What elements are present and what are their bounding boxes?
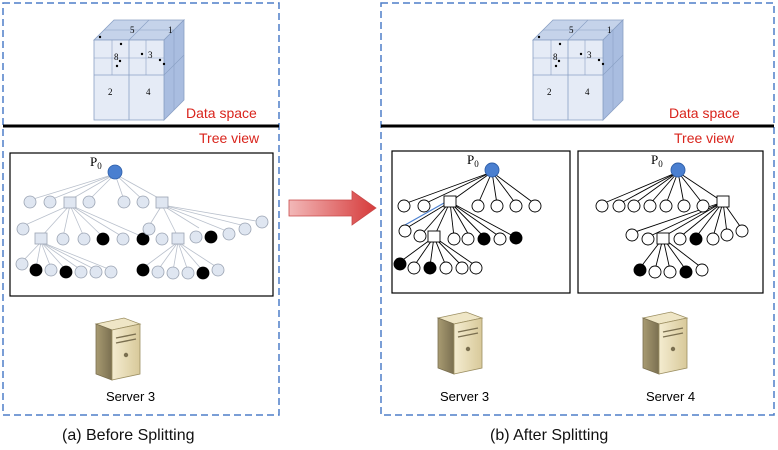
data-space-label-before: Data space: [186, 105, 257, 121]
cube-before-label-8: 8: [114, 52, 119, 62]
tree-after-right-root-node: [670, 162, 686, 178]
cube-after-label-3: 3: [587, 50, 592, 60]
panel-before-border: [2, 2, 280, 416]
tree-before-root-node: [107, 164, 123, 180]
server-icon-after-left: [436, 311, 484, 375]
tree-after-left-root-node: [484, 162, 500, 178]
tree-after-right-nodes: [595, 162, 749, 279]
root-label-before: P0: [90, 154, 102, 171]
tree-view-label-after: Tree view: [674, 130, 735, 146]
cube-before-label-4: 4: [146, 87, 151, 97]
cube-before-label-3: 3: [148, 50, 153, 60]
caption-after-splitting: (b) After Splitting: [490, 427, 609, 444]
cube-before-label-2: 2: [108, 87, 113, 97]
cube-after-label-1: 1: [607, 25, 612, 35]
cube-after-label-2: 2: [547, 87, 552, 97]
data-space-cube-before: 5 1 8 3 2 4: [93, 19, 185, 121]
tree-view-label-before: Tree view: [199, 130, 260, 146]
tree-before-nodes: [15, 164, 269, 280]
cube-before-label-5: 5: [130, 25, 135, 35]
data-space-label-after: Data space: [669, 105, 740, 121]
cube-after-label-4: 4: [585, 87, 590, 97]
server-icon-after-right: [641, 311, 689, 375]
split-arrow: [288, 190, 377, 226]
caption-before-splitting: (a) Before Splitting: [62, 427, 195, 444]
root-label-after-left: P0: [467, 152, 479, 169]
server-label-before: Server 3: [106, 389, 155, 404]
panel-after-border: [380, 2, 775, 416]
data-space-cube-after: 5 1 8 3 2 4: [532, 19, 624, 121]
cube-after-label-5: 5: [569, 25, 574, 35]
cube-before-label-1: 1: [168, 25, 173, 35]
server-icon-before: [94, 317, 142, 381]
tree-box-after-right: [577, 150, 764, 294]
server-label-after-right: Server 4: [646, 389, 695, 404]
tree-after-left: [399, 171, 536, 267]
server-label-after-left: Server 3: [440, 389, 489, 404]
tree-after-left-nodes: [393, 162, 542, 275]
cube-after-label-8: 8: [553, 52, 558, 62]
root-label-after-right: P0: [651, 152, 663, 169]
